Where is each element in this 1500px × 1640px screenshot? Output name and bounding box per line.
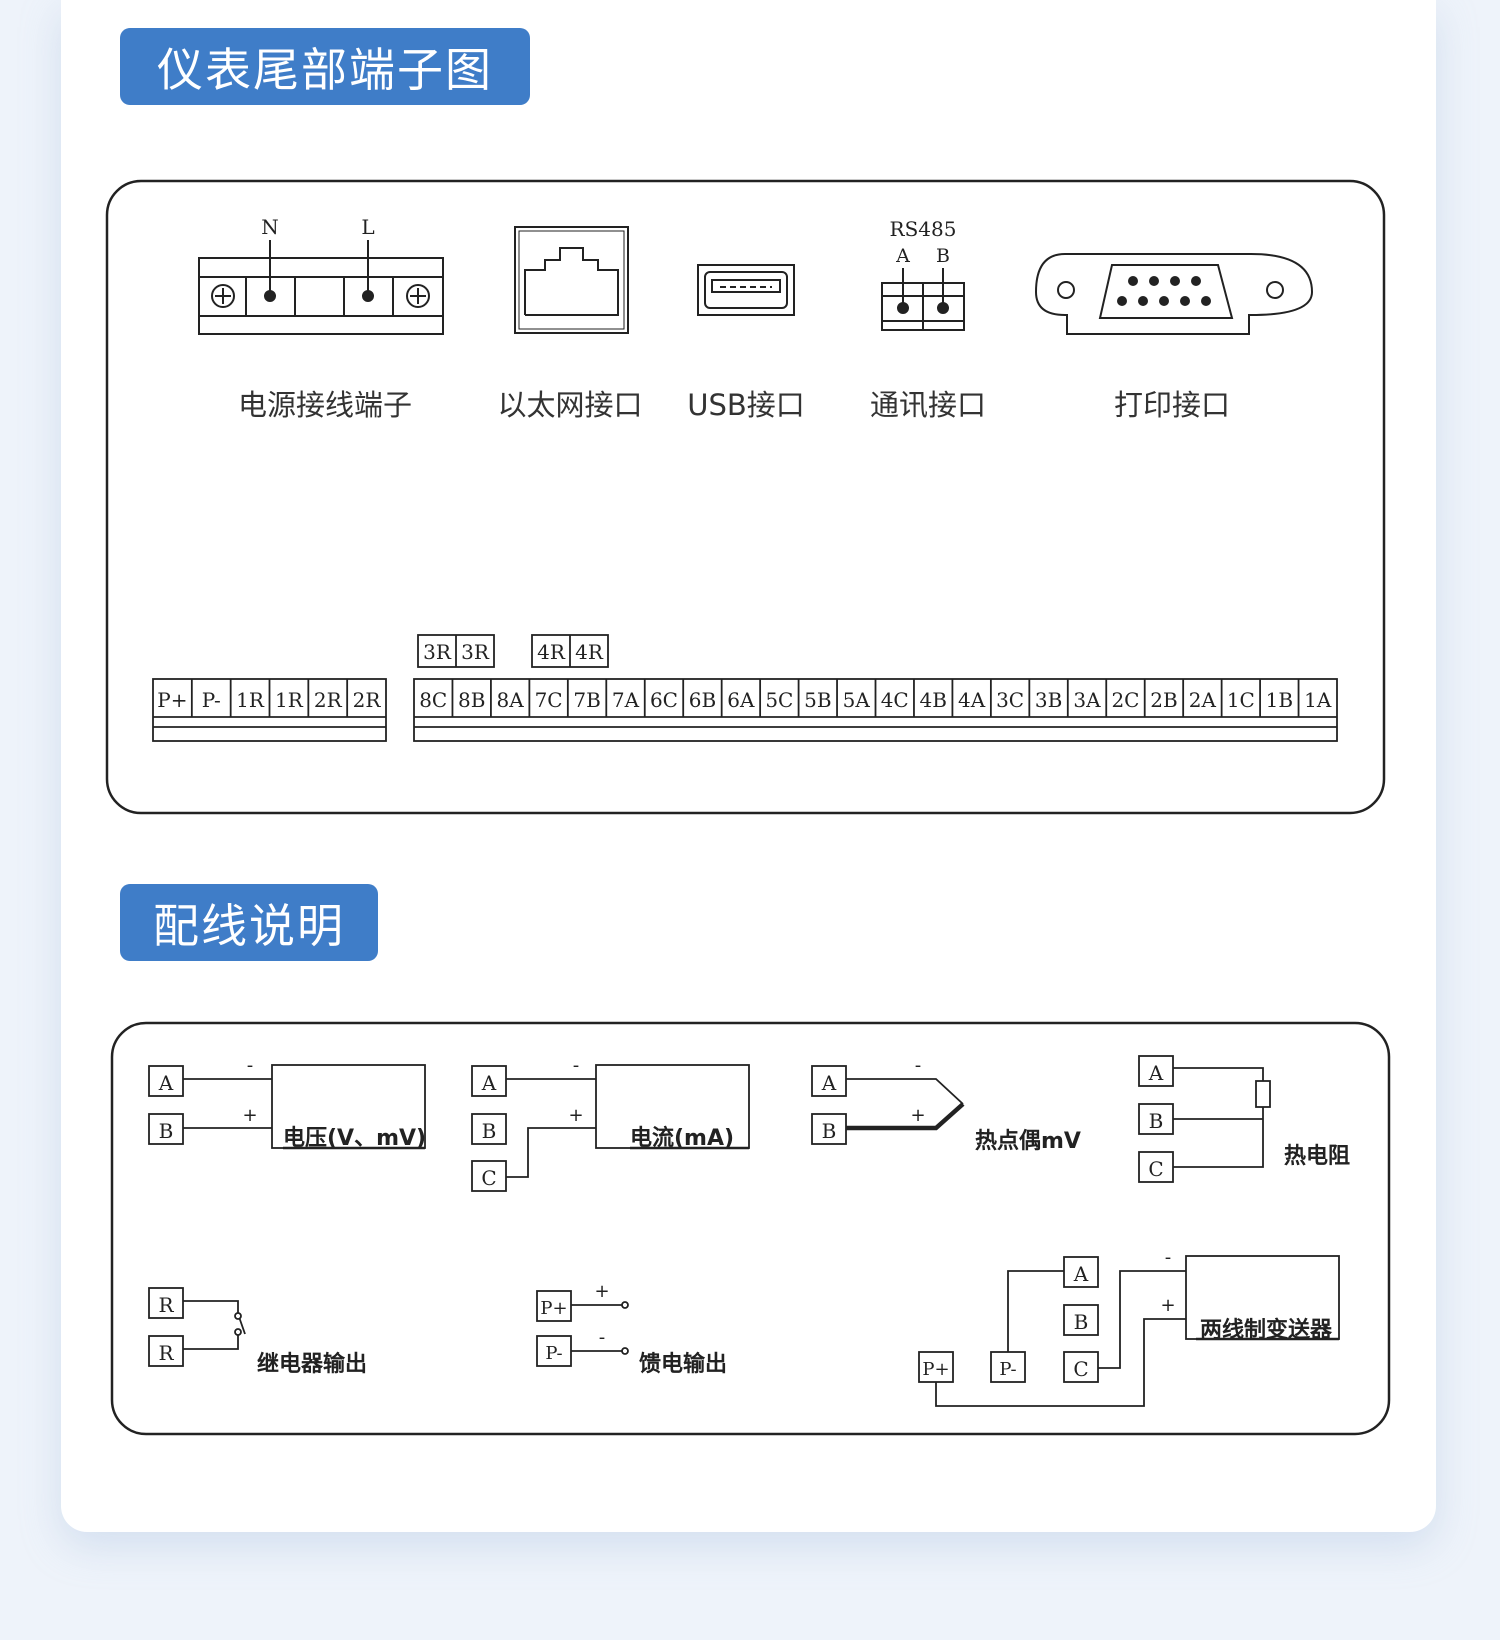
section-title-wiring-notes: 配线说明 <box>120 884 378 961</box>
transmitter-label: 两线制变送器 <box>1200 1317 1333 1343</box>
rtd-label: 热电阻 <box>1284 1143 1350 1169</box>
minus-sign: - <box>599 1327 606 1348</box>
minus-sign: - <box>1165 1247 1172 1268</box>
term-a: A <box>1073 1262 1089 1286</box>
term-c: C <box>1073 1357 1088 1381</box>
relay-output-label: 继电器输出 <box>257 1351 367 1377</box>
terminal-1b: 1B <box>1266 688 1293 712</box>
terminal-3a: 3A <box>1073 688 1101 712</box>
section-title-terminal-diagram: 仪表尾部端子图 <box>120 28 530 105</box>
power-l-label: L <box>361 215 374 239</box>
transmitter-wiring <box>918 1255 1340 1407</box>
terminal-strip-upper <box>417 634 609 668</box>
thermocouple-wiring <box>811 1065 965 1145</box>
term-b: B <box>482 1119 497 1143</box>
terminal-pminus: P- <box>202 688 221 712</box>
relay-wiring <box>148 1287 246 1367</box>
terminal-2r: 2R <box>314 688 343 712</box>
terminal-2c: 2C <box>1111 688 1139 712</box>
terminal-2b: 2B <box>1150 688 1177 712</box>
term-a: A <box>158 1071 174 1095</box>
terminal-3r: 3R <box>423 640 452 664</box>
current-label: 电流(mA) <box>630 1125 734 1151</box>
current-wiring <box>471 1064 750 1192</box>
term-pminus: P- <box>999 1359 1016 1380</box>
terminal-3c: 3C <box>996 688 1024 712</box>
plus-sign: + <box>568 1105 583 1126</box>
rtd-wiring <box>1138 1055 1271 1183</box>
term-pplus: P+ <box>922 1359 949 1380</box>
thermocouple-label: 热点偶mV <box>975 1128 1081 1154</box>
print-port-label: 打印接口 <box>1114 388 1230 422</box>
voltage-label: 电压(V、mV) <box>283 1126 426 1151</box>
terminal-3r: 3R <box>461 640 490 664</box>
feed-wiring <box>536 1290 629 1367</box>
terminal-7c: 7C <box>535 688 563 712</box>
minus-sign: - <box>573 1055 580 1076</box>
terminal-4a: 4A <box>958 688 986 712</box>
usb-port-icon <box>697 264 795 316</box>
plus-sign: + <box>910 1105 925 1126</box>
term-pminus: P- <box>545 1343 562 1364</box>
plus-sign: + <box>594 1281 609 1302</box>
feed-output-label: 馈电输出 <box>639 1351 727 1377</box>
power-terminal-icon <box>198 240 444 335</box>
terminal-4r: 4R <box>537 640 566 664</box>
term-a: A <box>1148 1061 1164 1085</box>
voltage-wiring <box>148 1064 426 1150</box>
term-a: A <box>821 1071 837 1095</box>
term-c: C <box>1148 1157 1163 1181</box>
terminal-6c: 6C <box>650 688 678 712</box>
minus-sign: - <box>915 1055 922 1076</box>
term-b: B <box>822 1119 837 1143</box>
term-r: R <box>158 1341 174 1365</box>
ethernet-port-icon <box>514 226 629 334</box>
terminal-pplus: P+ <box>157 688 187 712</box>
print-port-icon <box>1034 253 1314 335</box>
rs485-a-label: A <box>895 245 910 267</box>
terminal-1r: 1R <box>275 688 304 712</box>
power-n-label: N <box>261 215 279 239</box>
power-terminal-label: 电源接线端子 <box>238 388 412 422</box>
terminal-2a: 2A <box>1189 688 1217 712</box>
terminal-6a: 6A <box>727 688 755 712</box>
rs485-label: RS485 <box>890 217 957 241</box>
term-b: B <box>159 1119 174 1143</box>
terminal-1r: 1R <box>236 688 265 712</box>
term-b: B <box>1149 1109 1164 1133</box>
ethernet-port-label: 以太网接口 <box>497 388 642 422</box>
term-a: A <box>481 1071 497 1095</box>
terminal-4c: 4C <box>881 688 909 712</box>
terminal-7b: 7B <box>573 688 600 712</box>
rs485-port-icon <box>881 268 965 331</box>
terminal-1a: 1A <box>1304 688 1332 712</box>
terminal-8b: 8B <box>458 688 485 712</box>
plus-sign: + <box>242 1105 257 1126</box>
terminal-5a: 5A <box>843 688 871 712</box>
terminal-panel-frame <box>105 179 1386 815</box>
terminal-1c: 1C <box>1227 688 1255 712</box>
wiring-panel-frame <box>110 1021 1391 1436</box>
term-c: C <box>481 1166 496 1190</box>
minus-sign: - <box>247 1055 254 1076</box>
comm-port-label: 通讯接口 <box>870 388 986 422</box>
terminal-3b: 3B <box>1035 688 1062 712</box>
terminal-8c: 8C <box>419 688 447 712</box>
rs485-b-label: B <box>936 245 950 267</box>
usb-port-label: USB接口 <box>687 388 805 422</box>
terminal-6b: 6B <box>689 688 716 712</box>
terminal-7a: 7A <box>612 688 640 712</box>
terminal-2r: 2R <box>353 688 382 712</box>
terminal-5c: 5C <box>765 688 793 712</box>
term-b: B <box>1074 1310 1089 1334</box>
term-r: R <box>158 1293 174 1317</box>
terminal-8a: 8A <box>497 688 525 712</box>
term-pplus: P+ <box>540 1298 567 1319</box>
plus-sign: + <box>1160 1295 1175 1316</box>
terminal-5b: 5B <box>804 688 831 712</box>
terminal-4b: 4B <box>919 688 946 712</box>
terminal-4r: 4R <box>575 640 604 664</box>
